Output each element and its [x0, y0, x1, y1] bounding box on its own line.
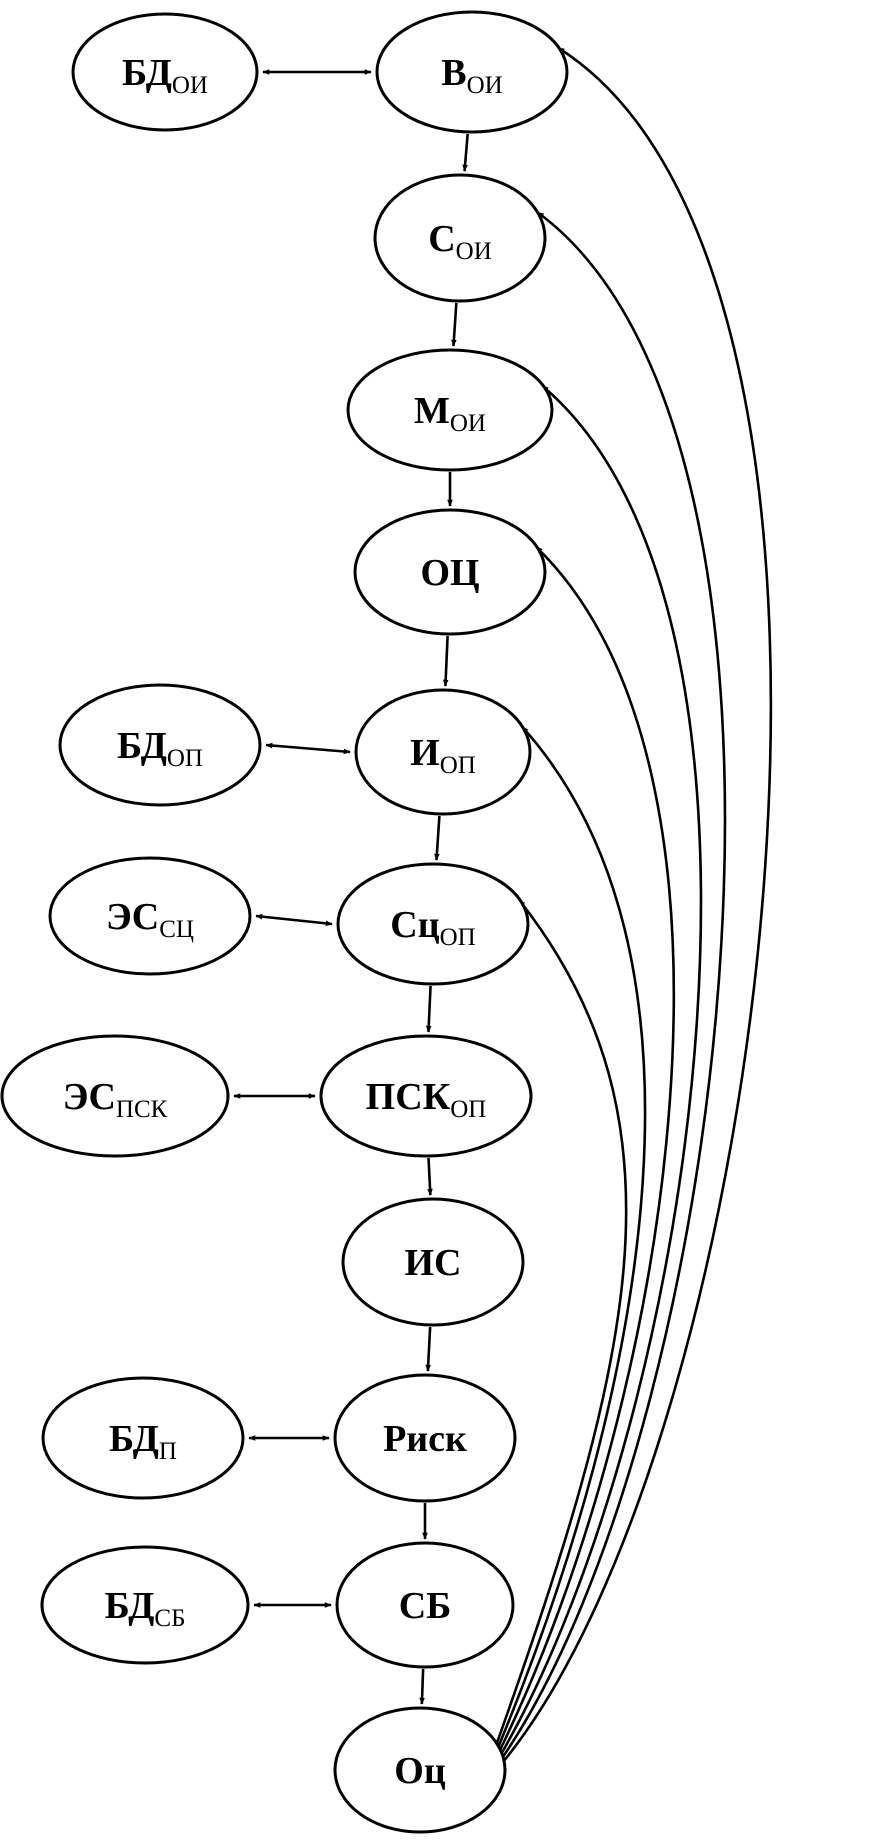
node-bd-op: БДОП	[58, 683, 262, 807]
node-bd-oi: БДОИ	[71, 12, 259, 132]
node-oc: ОЦ	[353, 508, 547, 636]
node-ellipse	[40, 1545, 250, 1665]
node-es-sc: ЭССЦ	[48, 856, 252, 976]
node-label-sub: ОП	[440, 924, 476, 951]
edge-feedback-ots-i_op	[495, 725, 647, 1751]
edge-feedback-ots-sc_op	[494, 898, 628, 1748]
node-ellipse	[41, 1376, 245, 1500]
node-label: ОЦ	[420, 552, 479, 594]
node-label: СцОП	[390, 904, 475, 951]
node-label: ПСКОП	[366, 1076, 487, 1123]
node-label: СБ	[399, 1585, 452, 1627]
edge-directed-v_oi-s_oi	[462, 133, 469, 172]
node-ellipse	[0, 1034, 230, 1158]
node-label-main: БД	[109, 1418, 159, 1460]
edge-bidirectional-es_sc-sc_op	[255, 913, 333, 927]
node-ellipse	[375, 10, 569, 134]
node-label-sub: СЦ	[159, 916, 194, 943]
node-label: ЭСПСК	[63, 1076, 168, 1123]
node-label-main: С	[428, 218, 455, 260]
node-is: ИС	[341, 1197, 525, 1327]
node-label-sub: ОИ	[172, 72, 208, 99]
edge-feedback-ots-m_oi	[498, 384, 703, 1757]
edge-directed-psk_op-is	[427, 1157, 433, 1196]
node-label-sub: СБ	[154, 1605, 185, 1632]
node-label-main: БД	[117, 725, 167, 767]
edge-directed-sb-ots	[419, 1668, 425, 1705]
node-label-main: БД	[122, 52, 172, 94]
node-ellipse	[333, 1373, 517, 1503]
edge-directed-i_op-sc_op	[434, 815, 441, 861]
node-label-sub: ПСК	[116, 1096, 168, 1123]
node-risk: Риск	[333, 1373, 517, 1503]
node-bd-p: БДП	[41, 1376, 245, 1500]
node-ellipse	[333, 1706, 507, 1834]
node-es-psk: ЭСПСК	[0, 1034, 230, 1158]
node-label-main: ИС	[405, 1242, 462, 1284]
node-bd-sb: БДСБ	[40, 1545, 250, 1665]
node-label: ИОП	[410, 732, 476, 779]
node-label-main: Риск	[383, 1418, 467, 1460]
node-ellipse	[353, 508, 547, 636]
node-label: БДСБ	[105, 1585, 186, 1632]
edge-feedback-ots-oc	[497, 545, 676, 1754]
node-label: БДОИ	[122, 52, 208, 99]
node-label-sub: ОИ	[456, 238, 492, 265]
node-ellipse	[335, 1541, 515, 1669]
node-label-main: ЭС	[106, 896, 159, 938]
node-label: ИС	[405, 1242, 462, 1284]
node-label-main: ОЦ	[420, 552, 479, 594]
node-label-sub: ОП	[450, 1096, 486, 1123]
node-label: ЭССЦ	[106, 896, 194, 943]
node-ellipse	[373, 173, 547, 303]
node-sc-op: СцОП	[336, 862, 530, 986]
node-label-sub: П	[159, 1438, 177, 1465]
node-label-main: ПСК	[366, 1076, 451, 1118]
node-psk-op: ПСКОП	[319, 1034, 533, 1158]
node-label: МОИ	[414, 390, 486, 437]
node-label-main: БД	[105, 1585, 155, 1627]
node-label-main: СБ	[399, 1585, 452, 1627]
node-ellipse	[341, 1197, 525, 1327]
node-ellipse	[71, 12, 259, 132]
node-label: БДОП	[117, 725, 203, 772]
node-ellipse	[319, 1034, 533, 1158]
node-label-main: ЭС	[63, 1076, 116, 1118]
node-ellipse	[48, 856, 252, 976]
node-label: БДП	[109, 1418, 177, 1465]
node-ots: Оц	[333, 1706, 507, 1834]
node-i-op: ИОП	[354, 688, 532, 816]
node-v-oi: ВОИ	[375, 10, 569, 134]
node-ellipse	[58, 683, 262, 807]
node-label-main: И	[410, 732, 440, 774]
node-m-oi: МОИ	[346, 348, 554, 472]
node-label-main: Сц	[390, 904, 439, 946]
node-ellipse	[354, 688, 532, 816]
node-label: СОИ	[428, 218, 492, 265]
edge-directed-sc_op-psk_op	[425, 985, 432, 1033]
edge-bidirectional-bd_op-i_op	[265, 742, 351, 755]
edge-feedback-ots-v_oi	[501, 46, 773, 1763]
node-label: Риск	[383, 1418, 467, 1460]
node-label-sub: ОИ	[467, 72, 503, 99]
node-s-oi: СОИ	[373, 173, 547, 303]
edge-feedback-ots-s_oi	[500, 211, 727, 1760]
edge-directed-oc-i_op	[442, 635, 449, 687]
node-label: Оц	[394, 1750, 446, 1792]
node-label-main: Оц	[394, 1750, 446, 1792]
edge-directed-s_oi-m_oi	[451, 302, 458, 347]
node-label-sub: ОИ	[450, 410, 486, 437]
node-label-sub: ОП	[440, 752, 476, 779]
node-ellipse	[336, 862, 530, 986]
node-label-main: М	[414, 390, 450, 432]
node-sb: СБ	[335, 1541, 515, 1669]
node-label: ВОИ	[441, 52, 502, 99]
node-label-sub: ОП	[167, 745, 203, 772]
edge-directed-is-risk	[425, 1326, 432, 1372]
node-ellipse	[346, 348, 554, 472]
node-label-main: В	[441, 52, 466, 94]
